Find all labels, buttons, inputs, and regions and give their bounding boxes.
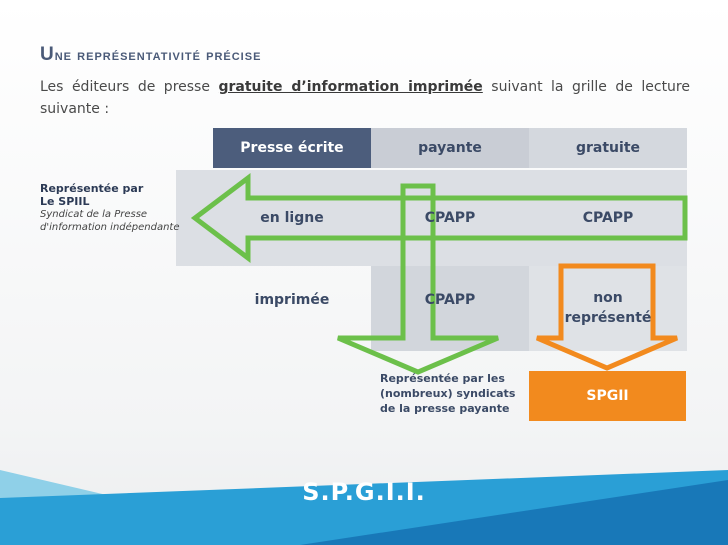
row-online-label: en ligne (260, 210, 324, 226)
slide-title: Une représentativité précise (40, 44, 261, 66)
spiil-line4: d'information indépendante (40, 222, 180, 233)
footer-brand: S.P.G.I.I. (302, 478, 426, 506)
green-arrow-horizontal (190, 172, 688, 264)
header-col-payante-bg (371, 128, 529, 168)
row-print-gratuite: non représenté (564, 290, 652, 326)
row-online-gratuite: CPAPP (582, 210, 634, 226)
intro-after: suivant la grille de lecture suivante : (40, 79, 690, 117)
header-gratuite: gratuite (575, 140, 641, 156)
spgii-box: SPGII (529, 371, 686, 421)
header-col-gratuite-bg (529, 128, 687, 168)
intro-before: Les éditeurs de presse (40, 79, 219, 95)
row-print-label: imprimée (254, 292, 330, 308)
orange-arrow (536, 263, 678, 371)
row-online-payante: CPAPP (424, 210, 476, 226)
spiil-line3: Syndicat de la Presse (40, 209, 148, 220)
header-presse-ecrite: Presse écrite (240, 140, 344, 156)
intro-highlight: gratuite d’information imprimée (218, 79, 483, 95)
paid-press-note: Représentée par les (nombreux) syndicats… (380, 372, 516, 415)
spiil-line2: Le SPIIL (40, 195, 90, 208)
title-rest: ne représentativité précise (54, 47, 262, 64)
title-first-letter: U (40, 44, 55, 65)
spiil-label: Représentée par Le SPIIL Syndicat de la … (40, 182, 190, 234)
green-arrow-vertical (337, 183, 499, 375)
spiil-line1: Représentée par (40, 182, 144, 195)
row-print-payante: CPAPP (424, 292, 476, 308)
intro-paragraph: Les éditeurs de presse gratuite d’inform… (40, 76, 690, 120)
footer-wave-dark (300, 480, 728, 545)
header-payante: payante (418, 140, 482, 156)
